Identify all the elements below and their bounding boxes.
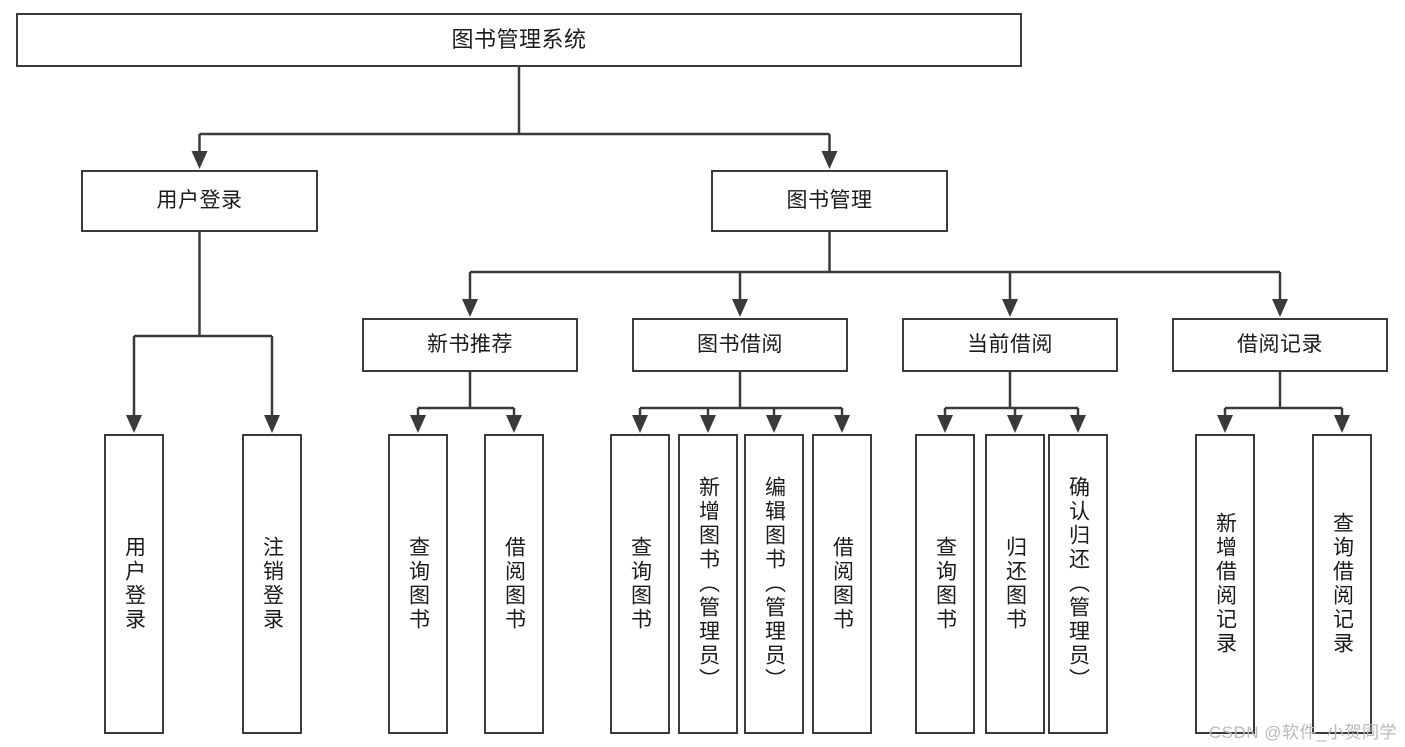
- node-label-leaf-query-book-2: 查询图书: [628, 536, 652, 632]
- node-label-leaf-query-record: 查询借阅记录: [1330, 512, 1354, 656]
- node-label-borrow-record: 借阅记录: [1237, 333, 1323, 357]
- arrowhead-leaf-user-login: [126, 415, 142, 433]
- arrowhead-current-borrow: [1002, 299, 1018, 317]
- arrowhead-leaf-add-record: [1217, 415, 1233, 433]
- arrowhead-leaf-add-book: [700, 415, 716, 433]
- node-label-book-borrow: 图书借阅: [697, 333, 783, 357]
- node-label-leaf-query-book-1: 查询图书: [406, 536, 430, 632]
- node-label-leaf-edit-book: 编辑图书（管理员）: [762, 476, 786, 692]
- node-leaf-logout: 注销登录: [242, 434, 302, 734]
- node-label-user-login: 用户登录: [156, 189, 243, 213]
- node-leaf-confirm-return: 确认归还（管理员）: [1048, 434, 1108, 734]
- node-leaf-add-record: 新增借阅记录: [1195, 434, 1255, 734]
- node-leaf-return-book: 归还图书: [985, 434, 1045, 734]
- node-label-leaf-query-book-3: 查询图书: [933, 536, 957, 632]
- arrowhead-leaf-borrow-book-2: [834, 415, 850, 433]
- node-label-current-borrow: 当前借阅: [967, 333, 1053, 357]
- node-leaf-query-record: 查询借阅记录: [1312, 434, 1372, 734]
- arrowhead-leaf-logout: [264, 415, 280, 433]
- arrowhead-user-login: [191, 151, 208, 169]
- arrowhead-leaf-confirm-return: [1070, 415, 1086, 433]
- arrowhead-borrow-record: [1272, 299, 1288, 317]
- arrowhead-book-borrow: [732, 299, 748, 317]
- csdn-watermark: CSDN @软件_小贺同学: [1208, 723, 1397, 742]
- node-label-leaf-logout: 注销登录: [260, 536, 284, 632]
- node-label-new-book-rec: 新书推荐: [427, 333, 513, 357]
- node-label-leaf-confirm-return: 确认归还（管理员）: [1066, 476, 1090, 692]
- arrowhead-leaf-edit-book: [766, 415, 782, 433]
- node-leaf-borrow-book-2: 借阅图书: [812, 434, 872, 734]
- node-root: 图书管理系统: [16, 13, 1022, 67]
- arrowhead-leaf-query-book-3: [937, 415, 953, 433]
- node-label-leaf-add-record: 新增借阅记录: [1213, 512, 1237, 656]
- arrowhead-new-book-rec: [462, 299, 478, 317]
- node-user-login: 用户登录: [81, 170, 318, 232]
- node-leaf-edit-book: 编辑图书（管理员）: [744, 434, 804, 734]
- node-label-leaf-user-login: 用户登录: [122, 536, 146, 632]
- node-leaf-borrow-book-1: 借阅图书: [484, 434, 544, 734]
- node-borrow-record: 借阅记录: [1172, 318, 1388, 372]
- node-book-manage: 图书管理: [711, 170, 948, 232]
- arrowhead-leaf-return-book: [1007, 415, 1023, 433]
- node-leaf-query-book-3: 查询图书: [915, 434, 975, 734]
- node-new-book-rec: 新书推荐: [362, 318, 578, 372]
- node-current-borrow: 当前借阅: [902, 318, 1118, 372]
- node-leaf-query-book-1: 查询图书: [388, 434, 448, 734]
- arrowhead-leaf-query-book-2: [632, 415, 648, 433]
- node-label-leaf-return-book: 归还图书: [1003, 536, 1027, 632]
- node-label-book-manage: 图书管理: [786, 189, 873, 213]
- node-label-root: 图书管理系统: [451, 26, 587, 52]
- arrowhead-leaf-borrow-book-1: [506, 415, 522, 433]
- node-label-leaf-borrow-book-2: 借阅图书: [830, 536, 854, 632]
- arrowhead-leaf-query-record: [1334, 415, 1350, 433]
- node-label-leaf-add-book: 新增图书（管理员）: [696, 476, 720, 692]
- arrowhead-leaf-query-book-1: [410, 415, 426, 433]
- node-leaf-user-login: 用户登录: [104, 434, 164, 734]
- node-book-borrow: 图书借阅: [632, 318, 848, 372]
- node-leaf-add-book: 新增图书（管理员）: [678, 434, 738, 734]
- node-label-leaf-borrow-book-1: 借阅图书: [502, 536, 526, 632]
- arrowhead-book-manage: [821, 151, 838, 169]
- node-leaf-query-book-2: 查询图书: [610, 434, 670, 734]
